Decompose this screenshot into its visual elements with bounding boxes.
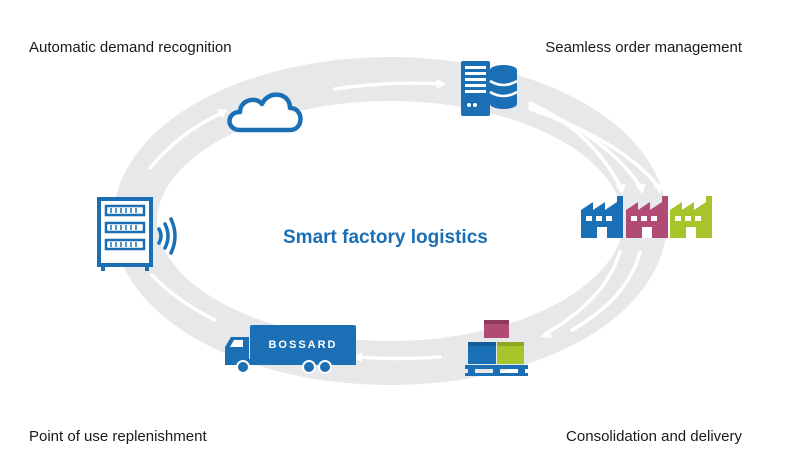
arrow-cloud-to-server [333,81,442,91]
arrow-truck-to-bin [150,273,217,322]
arrow-factory-to-boxes-2 [570,250,642,332]
boxes-pallet-icon [465,320,528,376]
arrow-factory-to-boxes-1 [543,250,622,336]
factory-icon [581,196,623,238]
arrow-bin-to-cloud [148,111,224,170]
rfid-signal-icon [157,217,177,255]
arrowhead [352,352,362,362]
arrowhead [653,184,664,194]
arrow-heads [217,79,664,362]
factory-icon [670,196,712,238]
label-point-of-use-replenishment: Point of use replenishment [29,428,207,445]
arrowhead [436,79,446,89]
flow-arrows [148,81,660,361]
arrowhead [635,184,646,194]
arrow-boxes-to-truck [356,355,442,361]
truck-brand-label: BOSSARD [268,339,337,351]
arrowhead [217,109,228,118]
arrowhead [615,184,626,194]
label-seamless-order-management: Seamless order management [545,39,742,56]
smart-bin-rfid-icon [97,197,177,271]
arrowhead [540,329,552,338]
delivery-truck-icon: BOSSARD [225,325,356,374]
label-consolidation-and-delivery: Consolidation and delivery [566,428,742,445]
label-automatic-demand-recognition: Automatic demand recognition [29,39,232,56]
cloud-icon [227,92,303,133]
arrow-server-to-factory-3 [528,107,660,188]
server-database-icon [461,61,518,116]
diagram-center-title: Smart factory logistics [283,227,488,248]
arrow-server-to-factory-2 [528,104,642,188]
factory-icon [626,196,668,238]
